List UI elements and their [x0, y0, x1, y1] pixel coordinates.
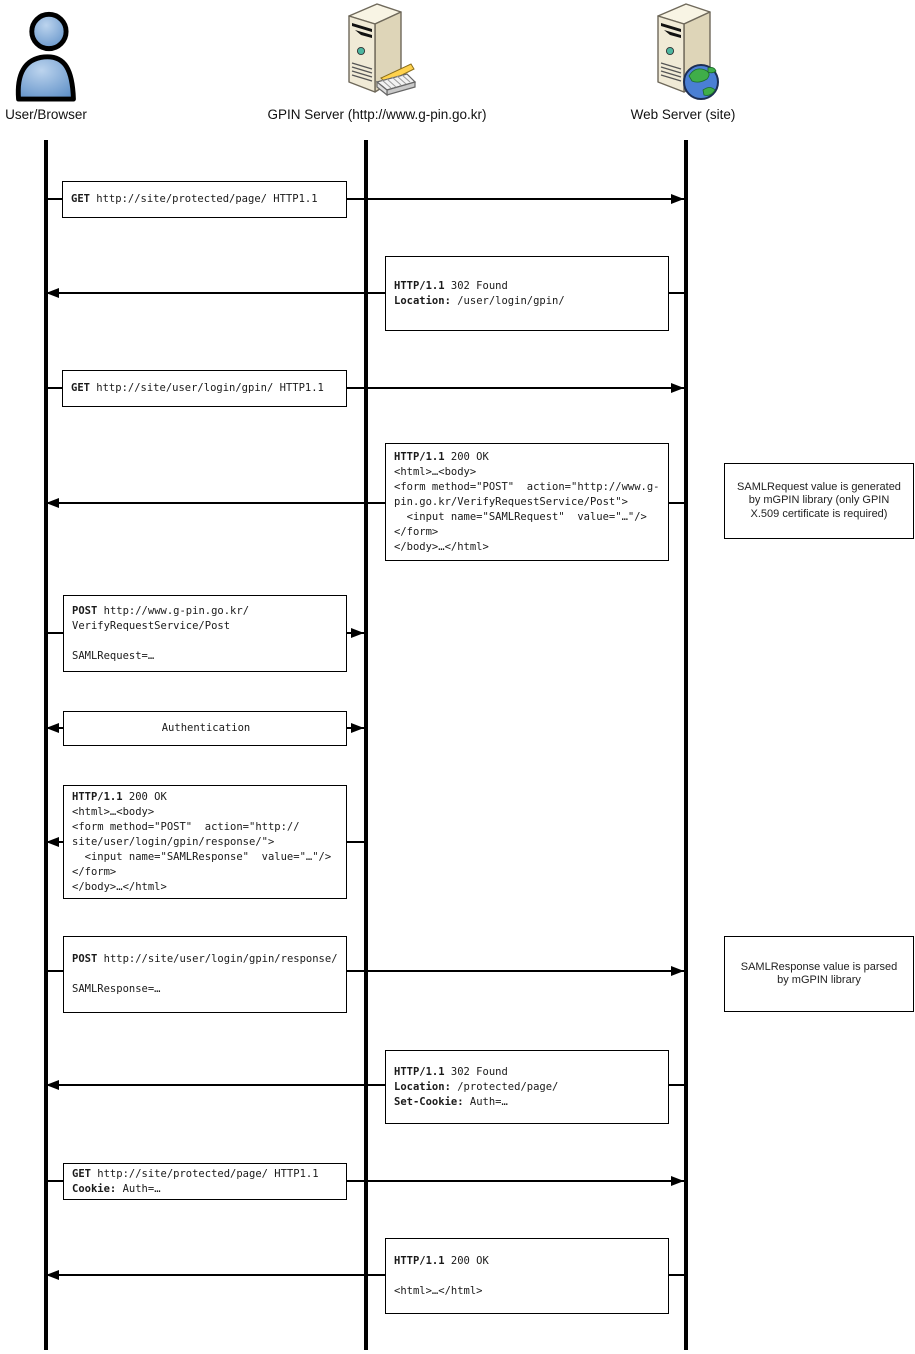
message-line: <html>…</html> [394, 1284, 483, 1297]
message-line: Location: /protected/page/ [394, 1080, 559, 1093]
message-arrow-4 [46, 502, 686, 504]
message-line: <input name="SAMLRequest" value="…"/> [394, 510, 647, 523]
message-box-get-login-gpin: GET http://site/user/login/gpin/ HTTP1.1 [62, 370, 347, 407]
actor-label-web-server: Web Server (site) [630, 107, 736, 122]
message-line: Authentication [161, 722, 251, 734]
lifeline-user-browser [44, 140, 48, 1350]
message-line: VerifyRequestService/Post [72, 619, 231, 632]
message-box-200-samlrequest-form: HTTP/1.1 200 OK <html>…<body> <form method… [385, 443, 669, 561]
server-slots [661, 23, 681, 38]
arrowhead-left-4 [46, 498, 59, 508]
message-line: <form method="POST" action="http://www.g… [394, 480, 660, 493]
lifeline-web-server [684, 140, 688, 1350]
message-line: Cookie: Auth=… [72, 1182, 161, 1195]
message-line: </form> [394, 525, 439, 538]
arrowhead-left-2 [46, 288, 59, 298]
message-box-200-samlresponse-form: HTTP/1.1 200 OK <html>…<body> <form method… [63, 785, 347, 899]
server-vents [351, 62, 373, 82]
note-samlresponse-parsed: SAMLResponse value is parsed by mGPIN li… [724, 936, 914, 1012]
user-browser-actor [10, 6, 82, 104]
arrowhead-left-6 [46, 723, 59, 733]
message-line: </form> [72, 865, 117, 878]
message-arrow-3 [46, 387, 686, 389]
message-line: SAMLResponse=… [72, 983, 161, 995]
server-vents [660, 62, 682, 82]
message-line: <form method="POST" action="http:// [72, 820, 300, 833]
message-box-authentication: Authentication [63, 711, 347, 746]
message-line [72, 634, 78, 649]
gpin-server-actor [331, 0, 417, 105]
server-led [356, 46, 366, 56]
note-samlrequest-generated: SAMLRequest value is generated by mGPIN … [724, 463, 914, 539]
message-line: POST http://site/user/login/gpin/respons… [72, 953, 338, 965]
arrowhead-right-1 [671, 194, 684, 204]
message-line: HTTP/1.1 302 Found [394, 279, 508, 292]
arrowhead-left-11 [46, 1270, 59, 1280]
message-box-get-protected-page: GET http://site/protected/page/ HTTP1.1 [62, 181, 347, 218]
message-line: </body>…</html> [394, 540, 489, 553]
message-line: </body>…</html> [72, 880, 167, 893]
message-arrow-8 [46, 970, 686, 972]
arrowhead-right-6 [351, 723, 364, 733]
arrowhead-right-5 [351, 628, 364, 638]
arrowhead-right-10 [671, 1176, 684, 1186]
message-line: <html>…<body> [72, 805, 155, 818]
arrowhead-left-7 [46, 837, 59, 847]
message-line: POST http://www.g-pin.go.kr/ [72, 604, 250, 617]
message-line: Location: /user/login/gpin/ [394, 294, 565, 307]
arrowhead-left-9 [46, 1080, 59, 1090]
web-server-actor [644, 0, 724, 105]
message-arrow-10 [46, 1180, 686, 1182]
message-line [394, 1269, 400, 1284]
message-line: <html>…<body> [394, 465, 477, 478]
message-line: GET http://site/protected/page/ HTTP1.1 [71, 193, 318, 205]
message-arrow-2 [46, 292, 686, 294]
server-slots [352, 23, 372, 38]
message-line: HTTP/1.1 200 OK [394, 1254, 489, 1267]
message-line: GET http://site/user/login/gpin/ HTTP1.1 [71, 382, 324, 394]
message-line: site/user/login/gpin/response/"> [72, 835, 275, 848]
message-line: HTTP/1.1 302 Found [394, 1065, 508, 1078]
message-line [72, 967, 78, 982]
message-line: <input name="SAMLResponse" value="…"/> [72, 850, 332, 863]
message-arrow-9 [46, 1084, 686, 1086]
arrowhead-right-3 [671, 383, 684, 393]
message-line: HTTP/1.1 200 OK [72, 790, 167, 803]
arrowhead-right-8 [671, 966, 684, 976]
message-line: GET http://site/protected/page/ HTTP1.1 [72, 1167, 319, 1180]
message-line: pin.go.kr/VerifyRequestService/Post"> [394, 495, 628, 508]
server-globe-icon [657, 3, 719, 100]
message-arrow-11 [46, 1274, 686, 1276]
globe-icon [683, 64, 719, 100]
message-box-post-verifyrequest: POST http://www.g-pin.go.kr/VerifyReques… [63, 595, 347, 672]
message-line: Set-Cookie: Auth=… [394, 1095, 508, 1108]
actor-label-user-browser: User/Browser [5, 107, 87, 122]
lifeline-gpin-server [364, 140, 368, 1350]
message-arrow-1 [46, 198, 686, 200]
message-box-post-gpin-response: POST http://site/user/login/gpin/respons… [63, 936, 347, 1013]
message-line: SAMLRequest=… [72, 649, 155, 662]
server-keyboard-icon [348, 3, 417, 97]
message-box-200-final: HTTP/1.1 200 OK <html>…</html> [385, 1238, 669, 1314]
server-led [665, 46, 675, 56]
message-line: HTTP/1.1 200 OK [394, 450, 489, 463]
keyboard-icon [375, 63, 417, 97]
actor-label-gpin-server: GPIN Server (http://www.g-pin.go.kr) [267, 107, 487, 122]
person-icon [15, 11, 76, 102]
